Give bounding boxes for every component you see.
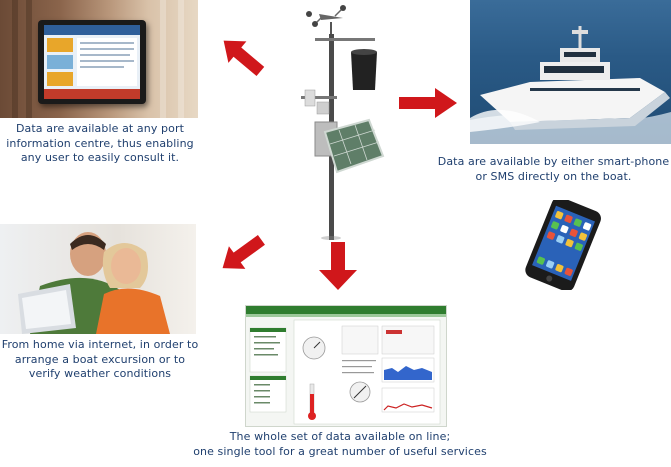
caption-port-info: Data are available at any port informati… (0, 122, 200, 166)
caption-line: The whole set of data available on line; (229, 430, 451, 443)
arrow-to-boat (397, 86, 459, 120)
caption-boat: Data are available by either smart-phone… (436, 155, 671, 184)
smartphone-icon (515, 197, 615, 294)
arrow-to-website (317, 240, 359, 292)
website-screenshot (245, 305, 447, 427)
caption-line: From home via internet, in order to (1, 338, 199, 351)
caption-line: one single tool for a great number of us… (193, 444, 487, 458)
caption-line: Data are available at any port (15, 122, 184, 135)
weather-station-icon (285, 4, 395, 244)
arrow-to-home (214, 232, 270, 276)
caption-line: information centre, thus enabling (6, 136, 194, 150)
arrow-to-info-centre (214, 34, 270, 78)
caption-line: Data are available by either smart-phone (437, 155, 670, 168)
caption-home: From home via internet, in order to arra… (0, 338, 200, 382)
caption-line: arrange a boat excursion or to (14, 352, 186, 366)
caption-online: The whole set of data available on line;… (170, 430, 510, 459)
caption-line: or SMS directly on the boat. (475, 169, 632, 183)
boat-photo (470, 0, 671, 144)
caption-line: verify weather conditions (28, 367, 172, 380)
home-users-photo (0, 224, 196, 334)
tv-screen (44, 25, 140, 99)
caption-line: any user to easily consult it. (20, 151, 180, 164)
